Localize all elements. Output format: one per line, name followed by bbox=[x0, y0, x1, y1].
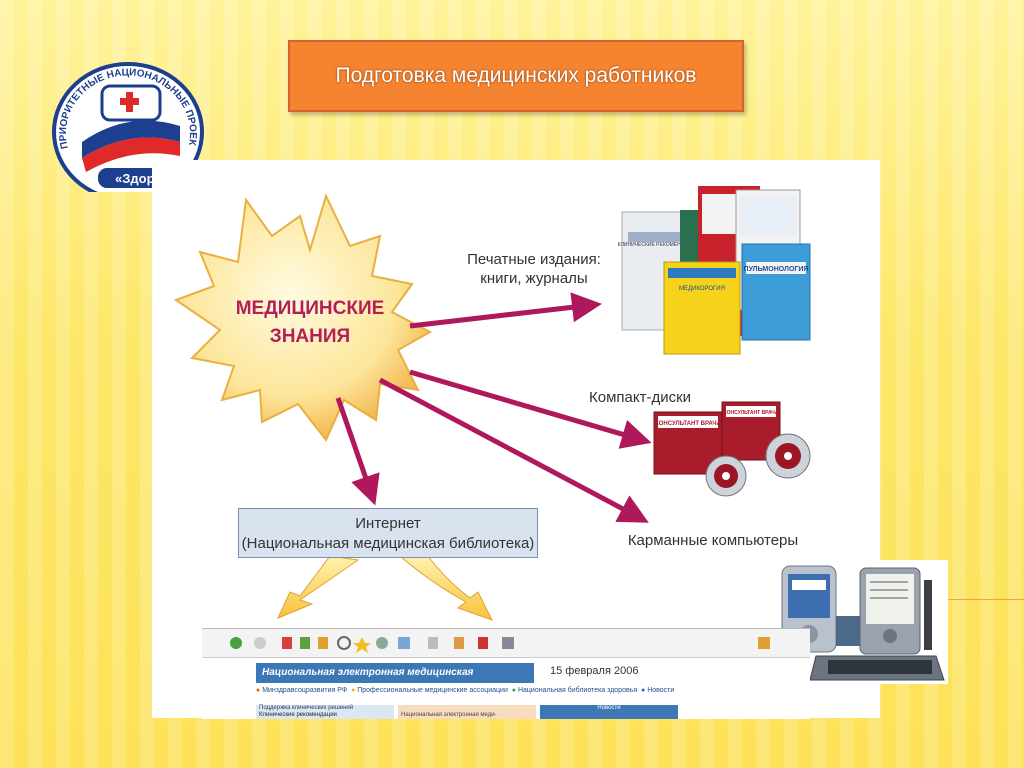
internet-label-line2: (Национальная медицинская библиотека) bbox=[241, 535, 535, 552]
arrow-to-print bbox=[409, 292, 602, 329]
pda-label: Карманные компьютеры bbox=[627, 532, 799, 549]
web-column-clinical: Поддержка клинических решений Клинически… bbox=[256, 705, 394, 719]
web-column-clinical-title: Поддержка клинических решений bbox=[259, 705, 354, 711]
book-title-1: КЛИНИЧЕСКИЕ РЕКОМЕНДАЦИИ bbox=[618, 242, 699, 248]
fan-right bbox=[398, 555, 494, 621]
arrow-to-pda bbox=[378, 377, 649, 523]
search-icon bbox=[337, 636, 351, 650]
library-date: 15 февраля 2006 bbox=[550, 665, 639, 677]
book-title-3: МЕДИКОРОГИЯ bbox=[679, 286, 725, 292]
cd-box-title-1: КОНСУЛЬТАНТ ВРАЧА bbox=[655, 421, 722, 427]
mail-icon bbox=[398, 637, 410, 649]
web-column-news: Новости bbox=[540, 705, 678, 719]
internet-box: Интернет (Национальная медицинская библи… bbox=[238, 508, 538, 558]
favorites-icon bbox=[353, 637, 371, 653]
center-label-line1: МЕДИЦИНСКИЕ bbox=[236, 298, 385, 319]
refresh-icon bbox=[300, 637, 310, 649]
fan-left bbox=[277, 555, 360, 619]
books-illustration: КЛИНИЧЕСКИЕ РЕКОМЕНДАЦИИ МЕДИКОРОГИЯ ПУЛ… bbox=[618, 186, 811, 355]
cd-box-title-2: КОНСУЛЬТАНТ ВРАЧА bbox=[724, 410, 779, 416]
library-banner: Национальная электронная медицинская биб… bbox=[256, 663, 534, 698]
print-label-line1: Печатные издания: bbox=[467, 251, 601, 268]
back-icon bbox=[230, 637, 242, 649]
forward-icon bbox=[254, 637, 266, 649]
link-health-library[interactable]: Национальная библиотека здоровья bbox=[517, 687, 638, 694]
home-icon bbox=[318, 637, 328, 649]
knowledge-starburst bbox=[173, 193, 433, 442]
cd-label: Компакт-диски bbox=[588, 389, 692, 406]
print-label-line2: книги, журналы bbox=[480, 270, 588, 287]
browser-toolbar bbox=[202, 629, 810, 658]
slide-title: Подготовка медицинских работников bbox=[335, 64, 697, 87]
stop-icon bbox=[282, 637, 292, 649]
arrow-to-cd bbox=[409, 369, 652, 449]
arrow-to-internet bbox=[335, 397, 380, 506]
center-label-line2: ЗНАНИЯ bbox=[270, 326, 350, 347]
decorative-line bbox=[948, 599, 1024, 600]
zdorovie-logo: ПРИОРИТЕТНЫЕ НАЦИОНАЛЬНЫЕ ПРОЕКТЫ «Здоро… bbox=[40, 52, 210, 192]
link-news[interactable]: Новости bbox=[647, 687, 675, 694]
link-associations[interactable]: Профессиональные медицинские ассоциации bbox=[357, 687, 508, 694]
library-website-screenshot: Национальная электронная медицинская биб… bbox=[202, 628, 810, 719]
internet-label-line1: Интернет bbox=[355, 515, 421, 532]
web-column-library: Национальная электронная меди- bbox=[398, 705, 536, 719]
print-icon bbox=[428, 637, 438, 649]
link-minzdrav[interactable]: Минздравсоцразвития РФ bbox=[262, 687, 348, 694]
slide-title-box: Подготовка медицинских работников bbox=[288, 40, 744, 112]
print-label: Печатные издания: книги, журналы bbox=[452, 250, 616, 288]
book-title-2: ПУЛЬМОНОЛОГИЯ bbox=[744, 266, 809, 273]
web-column-clinical-item[interactable]: Клинические рекомендации bbox=[259, 712, 337, 718]
cd-illustration: КОНСУЛЬТАНТ ВРАЧА КОНСУЛЬТАНТ ВРАЧА bbox=[653, 401, 811, 497]
library-links: ● Минздравсоцразвития РФ ● Профессиональ… bbox=[256, 687, 675, 694]
